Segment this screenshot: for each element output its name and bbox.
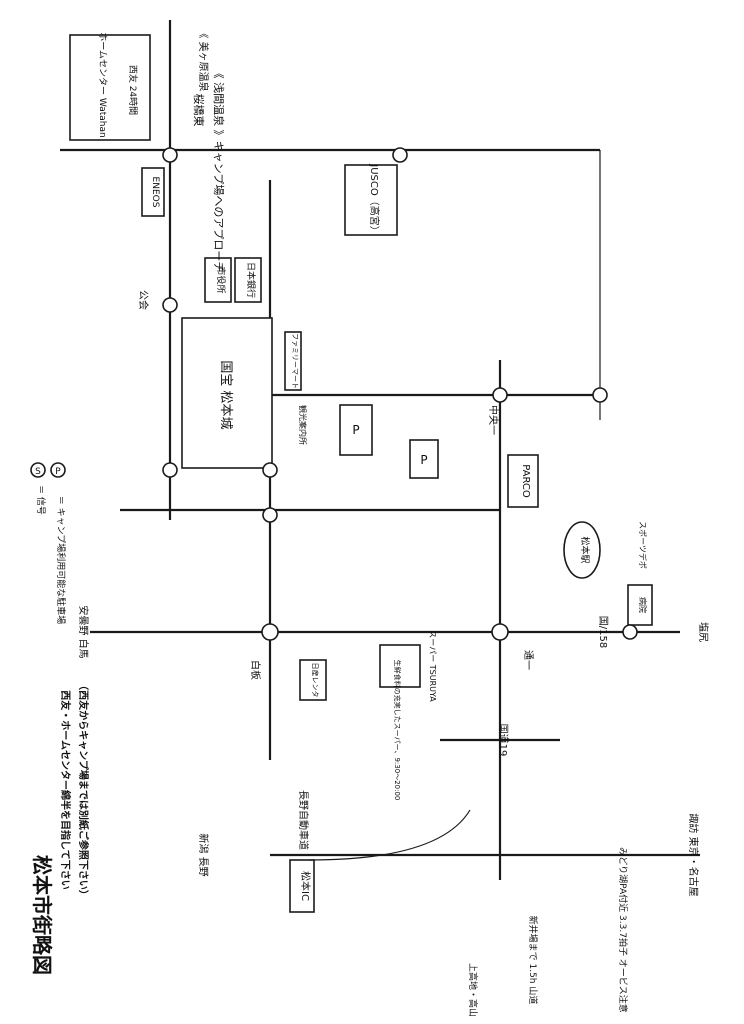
pa-note: みどり湖PA付近 3.3.7拍子 オービス注意 xyxy=(617,847,629,1013)
castle-block xyxy=(181,317,273,469)
chuo-label: 中央一 xyxy=(487,405,500,435)
station-ellipse xyxy=(563,521,601,579)
page-title: 松本市街略図 xyxy=(30,855,54,975)
city-hall-label: 市役所 xyxy=(215,266,227,293)
parking-label-2: P xyxy=(420,453,427,467)
sports-label: スポーツデポ xyxy=(638,521,648,569)
parco-label: PARCO xyxy=(520,464,531,498)
azumino-label: 安曇野 白馬 xyxy=(77,605,90,658)
bus-note: 上高地・高山 xyxy=(467,963,479,1017)
svg-text:＝ 信号: ＝ 信号 xyxy=(35,485,47,515)
hospital-label: 病院 xyxy=(638,597,648,613)
ic-ramp xyxy=(309,809,471,861)
top-right-note: 《 美ヶ原温泉 xyxy=(197,28,210,91)
kokudo19-label: 国道19 xyxy=(497,724,510,757)
home-center-label: ホームセンター Watahan xyxy=(97,32,108,137)
subtitle-1: 西友・ホームセンター綿半を目指して下さい xyxy=(59,690,72,889)
suwa-label: 諏訪 東京・名古屋 xyxy=(687,813,700,896)
station-label: 松本駅 xyxy=(579,536,591,563)
castle-label: 国宝 松本城 xyxy=(218,360,233,429)
bank-label: 日本銀行 xyxy=(245,262,257,298)
parco-box xyxy=(507,454,539,508)
tsuruya-note: 生鮮食料の充実したスーパー、9:30〜20:00 xyxy=(393,660,402,801)
jusco-box xyxy=(344,164,398,236)
shirakaba-label: 白板 xyxy=(249,660,262,680)
jusco-label: JUSCO（高宮） xyxy=(368,163,381,235)
kanko-label: 観光案内所 xyxy=(298,405,308,445)
parking-box-2 xyxy=(409,439,439,479)
hospital-box xyxy=(627,584,653,626)
ic-box xyxy=(289,859,315,913)
parking-box-1 xyxy=(339,404,373,456)
seiyu-label: 西友 24時間 xyxy=(127,65,139,115)
subtitle-2: （西友からキャンプ場までは別紙ご参照下さい） xyxy=(77,680,90,900)
shiojiri-label: 塩尻 xyxy=(697,622,710,642)
top-note: 《 浅間温泉 》キャンプ場へのアプローチ xyxy=(212,68,226,273)
svg-text:P: P xyxy=(55,467,61,477)
legend: S ＝ 信号 P ＝ キャンプ場利用可能な駐車場 xyxy=(30,462,67,625)
kaikan-label: 公会 xyxy=(137,290,150,310)
home-center-box xyxy=(69,34,151,141)
signals xyxy=(162,147,638,641)
shinsyu-label: 新潟 長野 xyxy=(197,833,210,876)
family-mart-label: ファミリーマート xyxy=(291,333,299,389)
eneos-label: ENEOS xyxy=(150,177,160,208)
parking-label-1: P xyxy=(352,423,359,437)
nichirei-box xyxy=(299,659,327,701)
svg-text:S: S xyxy=(35,467,41,477)
bank-box xyxy=(234,257,262,303)
ic-label: 松本IC xyxy=(299,871,312,901)
tsuruya-label: スーパー TSURUYA xyxy=(428,630,437,702)
nichirei-label: 日産レンタ xyxy=(311,663,320,698)
kokudo158-label: 国/158 xyxy=(597,616,609,648)
expressway-label: 長野自動車道 xyxy=(297,790,310,850)
distance-note: 新井場まで 1.5h 山道 xyxy=(527,916,539,1005)
svg-text:＝ キャンプ場利用可能な駐車場: ＝ キャンプ場利用可能な駐車場 xyxy=(55,496,67,625)
family-mart-box xyxy=(284,331,302,391)
eneos-box xyxy=(141,167,165,217)
dori-label: 通一 xyxy=(522,650,534,670)
tsuruya-box xyxy=(379,644,421,688)
sakura-bashi-label: 桜橋東 xyxy=(192,94,206,127)
city-hall-box xyxy=(204,257,232,303)
